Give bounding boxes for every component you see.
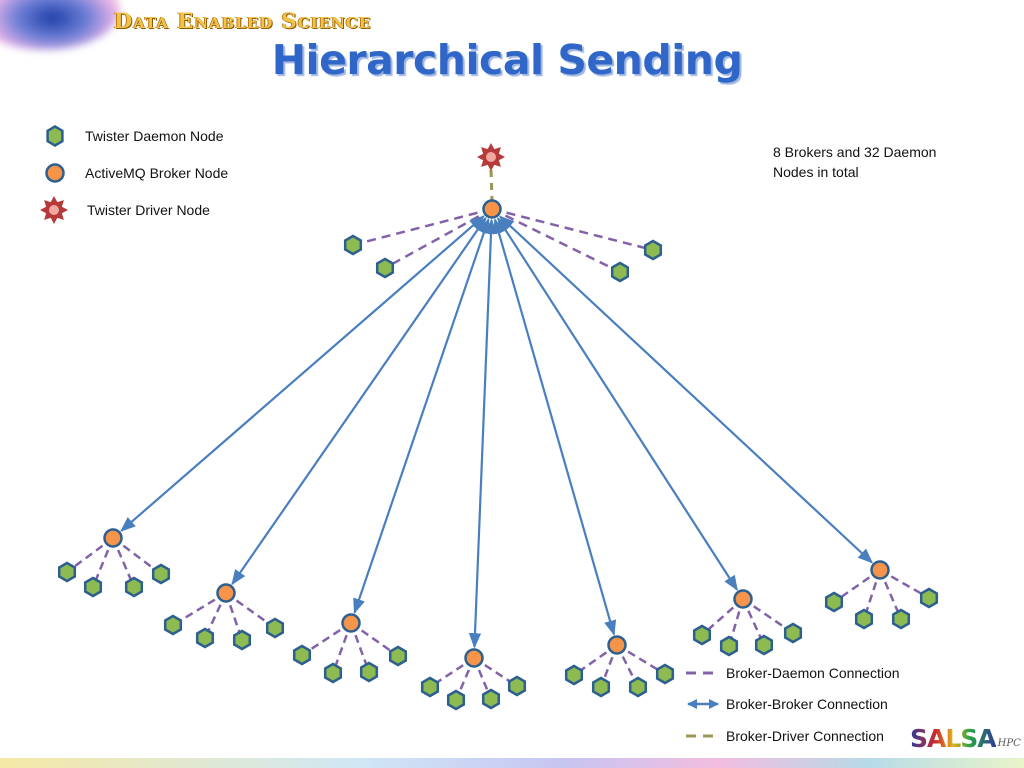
broker-daemon-line	[301, 621, 352, 657]
broker-node	[216, 583, 236, 603]
daemon-node	[265, 617, 285, 639]
daemon-node	[83, 576, 103, 598]
double-arrow-icon	[687, 699, 719, 709]
daemon-node	[754, 634, 774, 656]
salsa-logo: SALSA HPC	[910, 723, 1021, 753]
dashed-line-icon	[686, 671, 720, 675]
daemon-node	[323, 662, 343, 684]
broker-daemon-line	[491, 207, 654, 252]
legend-broker-broker-label: Broker-Broker Connection	[726, 696, 888, 712]
legend-broker-broker: Broker-Broker Connection	[684, 692, 888, 716]
broker-node	[464, 648, 484, 668]
daemon-node	[854, 608, 874, 630]
legend-broker-label: ActiveMQ Broker Node	[85, 165, 229, 181]
broker-broker-arrow	[492, 218, 617, 636]
page-title-text: Hierarchical Sending	[271, 36, 743, 84]
daemon-node	[292, 644, 312, 666]
daemon-node	[919, 587, 939, 609]
daemon-node	[195, 627, 215, 649]
broker-daemon-line	[172, 591, 227, 627]
dashed-olive-line-icon	[686, 734, 720, 738]
daemon-node	[151, 563, 171, 585]
broker-daemon-line	[225, 591, 276, 630]
legend-broker-daemon: Broker-Daemon Connection	[684, 661, 900, 685]
daemon-node	[481, 688, 501, 710]
daemon-node	[643, 239, 663, 261]
legend-driver: Twister Driver Node	[39, 196, 210, 224]
daemon-node	[359, 661, 379, 683]
broker-node	[341, 613, 361, 633]
bottom-decoration-bar	[0, 758, 1024, 768]
legend-broker: ActiveMQ Broker Node	[40, 161, 228, 185]
salsa-logo-text: SALSA	[910, 724, 997, 753]
broker-driver-line	[489, 169, 494, 201]
daemon-node	[610, 261, 630, 283]
legend-broker-driver: Broker-Driver Connection	[684, 724, 884, 748]
broker-node	[607, 635, 627, 655]
daemon-node	[719, 635, 739, 657]
daemon-node	[124, 576, 144, 598]
broker-node	[870, 560, 890, 580]
daemon-node	[420, 676, 440, 698]
broker-daemon-line	[112, 537, 162, 575]
legend-broker-daemon-label: Broker-Daemon Connection	[726, 665, 900, 681]
legend-driver-label: Twister Driver Node	[87, 202, 210, 218]
broker-daemon-line	[352, 207, 493, 247]
header-brand: Data Enabled Science	[114, 8, 372, 33]
daemon-node	[375, 257, 395, 279]
daemon-node	[692, 624, 712, 646]
daemon-node	[57, 561, 77, 583]
legend-broker-driver-label: Broker-Driver Connection	[726, 728, 884, 744]
broker-node	[103, 528, 123, 548]
broker-node	[482, 199, 502, 219]
broker-node-icon	[45, 163, 65, 183]
driver-node-icon	[40, 196, 68, 224]
daemon-node	[564, 664, 584, 686]
broker-broker-arrow	[468, 218, 498, 649]
daemon-node	[163, 614, 183, 636]
legend-daemon-label: Twister Daemon Node	[85, 128, 224, 144]
daemon-node	[783, 622, 803, 644]
broker-broker-arrow	[353, 217, 490, 615]
broker-node	[733, 589, 753, 609]
total-note: 8 Brokers and 32 Daemon Nodes in total	[773, 144, 937, 180]
daemon-node	[891, 608, 911, 630]
daemon-node	[824, 591, 844, 613]
daemon-node-icon	[46, 125, 64, 147]
broker-daemon-line	[66, 536, 114, 574]
daemon-node	[232, 629, 252, 651]
broker-daemon-line	[879, 568, 930, 600]
legend-daemon: Twister Daemon Node	[40, 124, 224, 148]
daemon-node	[628, 676, 648, 698]
salsa-logo-sub: HPC	[997, 738, 1021, 749]
broker-broker-arrow	[498, 215, 874, 564]
daemon-node	[591, 676, 611, 698]
daemon-node	[388, 645, 408, 667]
daemon-node	[446, 689, 466, 711]
page-title: Hierarchical Sending	[0, 36, 1024, 84]
daemon-node	[343, 234, 363, 256]
broker-daemon-line	[350, 621, 399, 658]
daemon-node	[655, 663, 675, 685]
broker-daemon-line	[742, 597, 794, 635]
daemon-node	[507, 675, 527, 697]
driver-node-center	[486, 152, 496, 162]
